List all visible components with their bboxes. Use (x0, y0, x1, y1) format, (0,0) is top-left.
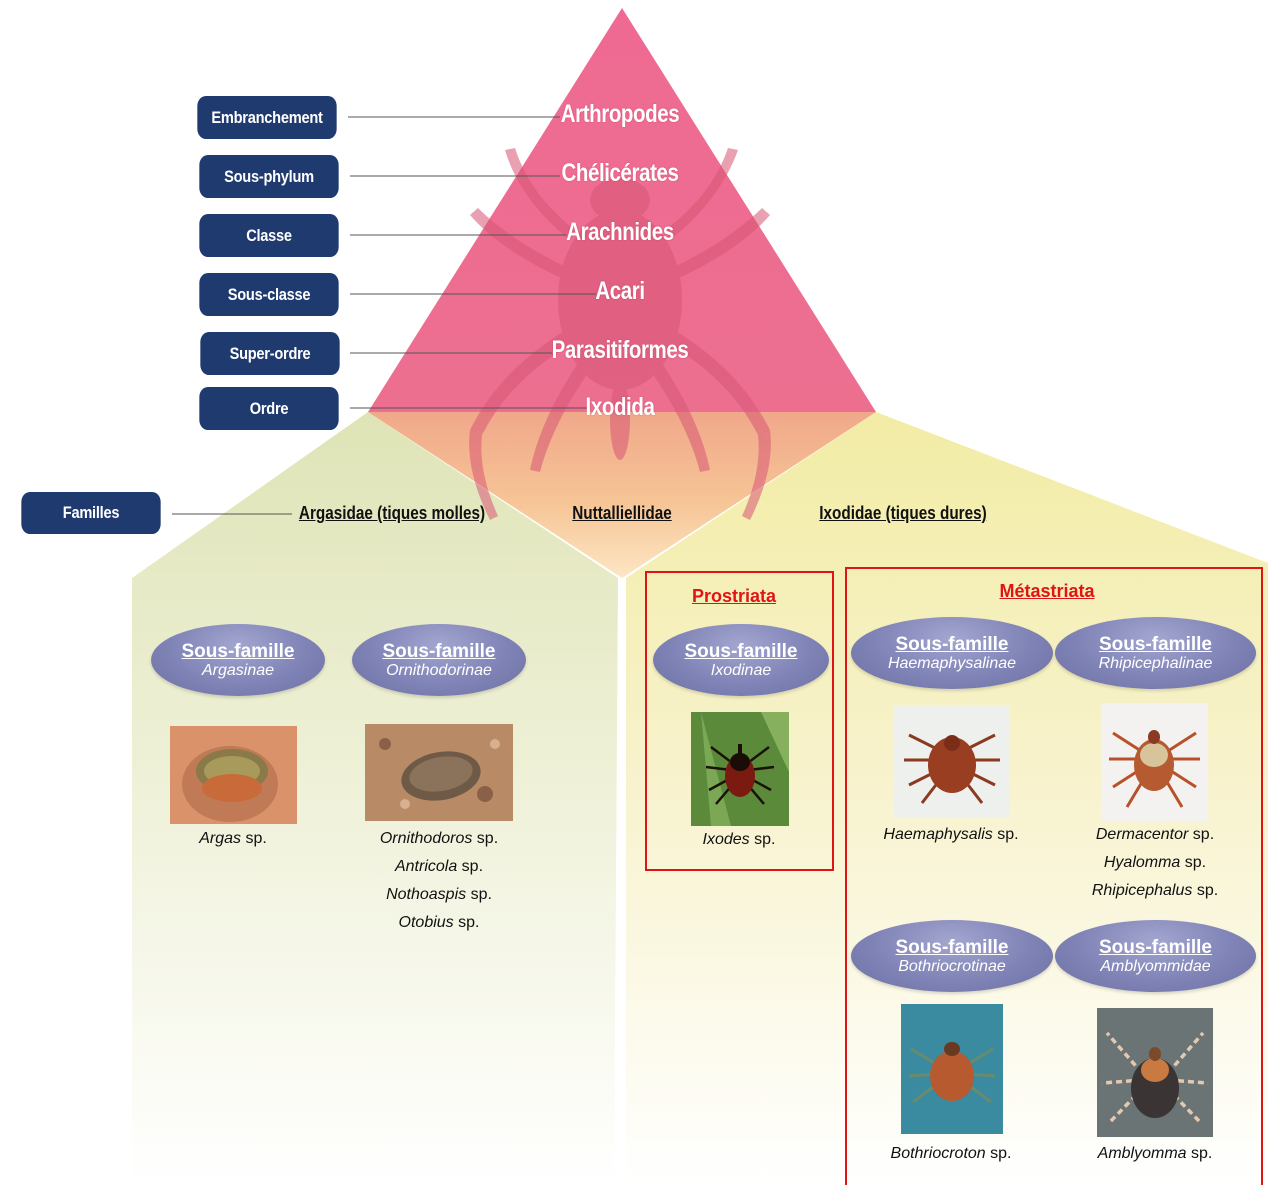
taxon-parasitiformes: Parasitiformes (551, 336, 689, 364)
subfamily-name: Ornithodorinae (386, 661, 492, 679)
rank-box-ordre: Ordre (199, 387, 339, 430)
leader-lines (172, 116, 596, 515)
species-item: Amblyomma sp. (1098, 1140, 1213, 1168)
subfamily-ornithodorinae: Sous-famille Ornithodorinae (352, 624, 526, 696)
species-item: Argas sp. (199, 825, 267, 853)
species-item: Bothriocroton sp. (891, 1140, 1012, 1168)
subfamily-amblyommidae: Sous-famille Amblyommidae (1055, 920, 1256, 992)
genus-name: Hyalomma (1103, 854, 1181, 871)
photo-haemaphysalis (894, 705, 1010, 818)
genus-name: Ixodes (702, 831, 750, 848)
taxon-chelicerates: Chélicérates (561, 159, 679, 187)
photo-ixodes (691, 712, 789, 826)
taxon-acari: Acari (595, 277, 645, 305)
genus-name: Nothoaspis (386, 886, 467, 903)
genus-name: Antricola (394, 858, 458, 875)
species-list-argasinae: Argas sp. (199, 825, 267, 853)
subfamily-title: Sous-famille (1099, 936, 1212, 958)
subfamily-haemaphysalinae: Sous-famille Haemaphysalinae (851, 617, 1053, 689)
species-suffix: sp. (470, 886, 492, 903)
photo-amblyomma (1097, 1008, 1213, 1137)
subfamily-title: Sous-famille (1099, 633, 1212, 655)
subfamily-name: Ixodinae (710, 661, 772, 679)
rank-box-sous-phylum: Sous-phylum (199, 155, 339, 198)
rank-box-super-ordre: Super-ordre (200, 332, 340, 375)
species-suffix: sp. (461, 858, 484, 875)
subfamily-title: Sous-famille (181, 640, 295, 662)
species-list-bothriocrotinae: Bothriocroton sp. (891, 1140, 1012, 1168)
subfamily-title: Sous-famille (895, 633, 1009, 655)
rank-box-embranchement: Embranchement (197, 96, 337, 139)
tick-silhouette (469, 148, 771, 520)
species-suffix: sp. (754, 831, 776, 848)
species-list-ixodinae: Ixodes sp. (703, 826, 776, 854)
genus-name: Argas (199, 830, 241, 847)
subfamily-name: Haemaphysalinae (887, 654, 1017, 672)
genus-name: Ornithodoros (379, 830, 473, 847)
genus-name: Bothriocroton (890, 1145, 986, 1162)
subfamily-rhipicephalinae: Sous-famille Rhipicephalinae (1055, 617, 1256, 689)
rank-box-sous-classe: Sous-classe (199, 273, 339, 316)
subfamily-name: Rhipicephalinae (1098, 654, 1213, 672)
species-item: Rhipicephalus sp. (1092, 877, 1218, 905)
family-argasidae: Argasidae (tiques molles) (298, 503, 486, 523)
species-list-ornithodorinae: Ornithodoros sp. Antricola sp. Nothoaspi… (380, 825, 498, 937)
species-item: Nothoaspis sp. (380, 881, 498, 909)
species-suffix: sp. (458, 914, 480, 931)
subfamily-title: Sous-famille (382, 640, 496, 662)
subfamily-bothriocrotinae: Sous-famille Bothriocrotinae (851, 920, 1053, 992)
species-suffix: sp. (1184, 854, 1207, 871)
prostriata-box (645, 571, 834, 871)
nuttalliellidae-zone (368, 412, 876, 578)
metastriata-box (845, 567, 1263, 1185)
subfamily-name: Argasinae (201, 661, 275, 679)
species-list-amblyommidae: Amblyomma sp. (1098, 1140, 1213, 1168)
genus-name: Haemaphysalis (883, 826, 993, 843)
species-suffix: sp. (1192, 826, 1215, 843)
species-item: Ixodes sp. (703, 826, 776, 854)
species-suffix: sp. (245, 830, 267, 847)
taxon-arachnides: Arachnides (566, 218, 674, 246)
species-item: Antricola sp. (380, 853, 498, 881)
genus-name: Amblyomma (1097, 1145, 1187, 1162)
photo-argas (170, 726, 297, 824)
species-suffix: sp. (476, 830, 499, 847)
subfamily-ixodinae: Sous-famille Ixodinae (653, 624, 829, 696)
species-suffix: sp. (997, 826, 1019, 843)
species-suffix: sp. (1196, 882, 1219, 899)
rank-box-classe: Classe (199, 214, 339, 257)
photo-ornithodoros (365, 724, 513, 821)
subfamily-argasinae: Sous-famille Argasinae (151, 624, 325, 696)
photo-bothriocroton (901, 1004, 1003, 1134)
species-item: Dermacentor sp. (1092, 821, 1218, 849)
subfamily-name: Bothriocrotinae (898, 957, 1006, 975)
species-item: Otobius sp. (380, 909, 498, 937)
genus-name: Dermacentor (1095, 826, 1189, 843)
species-list-rhipicephalinae: Dermacentor sp. Hyalomma sp. Rhipicephal… (1092, 821, 1218, 905)
group-title-metastriata: Métastriata (999, 581, 1095, 601)
subfamily-name: Amblyommidae (1100, 957, 1211, 975)
species-item: Ornithodoros sp. (380, 825, 498, 853)
taxon-arthropodes: Arthropodes (560, 100, 680, 128)
family-ixodidae: Ixodidae (tiques dures) (819, 503, 987, 523)
genus-name: Otobius (398, 914, 454, 931)
family-nuttalliellidae: Nuttalliellidae (572, 503, 672, 523)
rank-box-familles: Familles (21, 492, 161, 534)
species-item: Haemaphysalis sp. (883, 821, 1018, 849)
genus-name: Rhipicephalus (1091, 882, 1193, 899)
taxon-ixodida: Ixodida (585, 393, 655, 421)
species-suffix: sp. (1191, 1145, 1213, 1162)
species-list-haemaphysalinae: Haemaphysalis sp. (883, 821, 1018, 849)
subfamily-title: Sous-famille (895, 936, 1009, 958)
photo-dermacentor (1101, 703, 1208, 821)
species-item: Hyalomma sp. (1092, 849, 1218, 877)
subfamily-title: Sous-famille (684, 640, 798, 662)
species-suffix: sp. (990, 1145, 1012, 1162)
group-title-prostriata: Prostriata (691, 586, 777, 606)
